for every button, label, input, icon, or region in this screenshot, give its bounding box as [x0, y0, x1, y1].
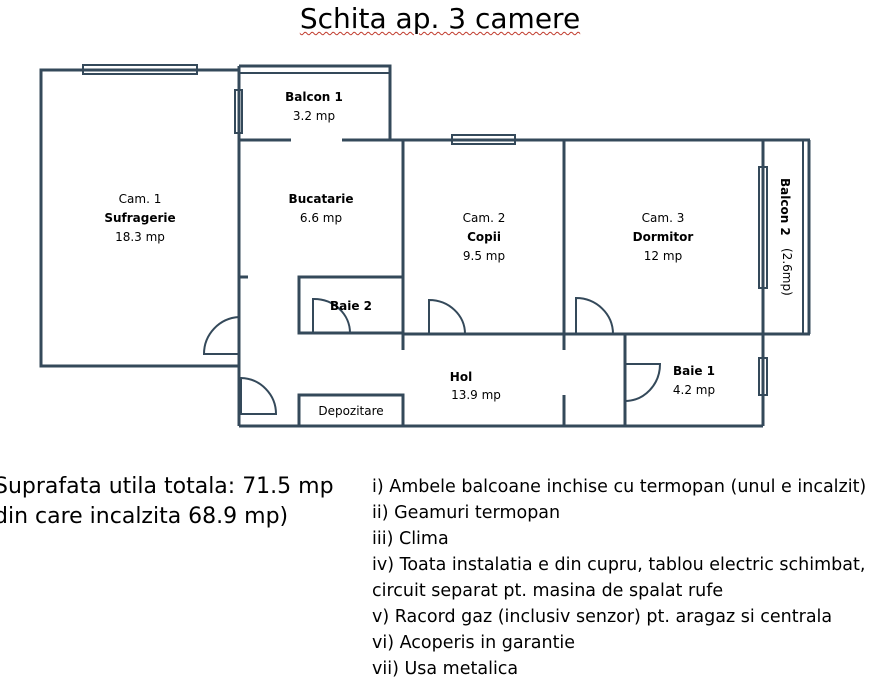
- copii-number: Cam. 2: [463, 211, 506, 225]
- hol-name: Hol: [450, 370, 472, 384]
- bucatarie-area: 6.6 mp: [300, 211, 342, 225]
- sufragerie-number: Cam. 1: [119, 192, 162, 206]
- doors: [202, 296, 662, 415]
- door-dormitor: [575, 296, 614, 335]
- note-item: circuit separat pt. masina de spalat ruf…: [372, 581, 724, 601]
- balcon2-name: Balcon 2: [778, 178, 792, 236]
- note-item: i) Ambele balcoane inchise cu termopan (…: [372, 477, 867, 497]
- window: [82, 64, 198, 75]
- windows: [82, 64, 768, 396]
- note-item: iv) Toata instalatia e din cupru, tablou…: [372, 555, 866, 575]
- balcon2-area: (2.6mp): [780, 248, 794, 296]
- door-sufragerie: [202, 315, 240, 355]
- balcon2-label: Balcon 2 (2.6mp): [778, 178, 794, 296]
- heated-area: din care incalzita 68.9 mp): [0, 504, 289, 529]
- window: [451, 134, 516, 145]
- sufragerie-name: Sufragerie: [104, 211, 175, 225]
- window: [234, 89, 243, 134]
- sufragerie-area: 18.3 mp: [115, 230, 165, 244]
- window: [758, 357, 768, 396]
- wall-balcon1: [239, 64, 392, 140]
- baie2-name: Baie 2: [330, 299, 372, 313]
- dormitor-number: Cam. 3: [642, 211, 685, 225]
- features-list: i) Ambele balcoane inchise cu termopan (…: [372, 474, 866, 682]
- copii-area: 9.5 mp: [463, 249, 505, 263]
- hol-area: 13.9 mp: [451, 388, 501, 402]
- balcon1-area: 3.2 mp: [293, 109, 335, 123]
- depozitare-name: Depozitare: [318, 404, 383, 418]
- page-title: Schita ap. 3 camere: [299, 2, 581, 35]
- note-item: ii) Geamuri termopan: [372, 503, 561, 523]
- note-item: v) Racord gaz (inclusiv senzor) pt. arag…: [372, 607, 833, 627]
- baie1-name: Baie 1: [673, 364, 715, 378]
- dormitor-area: 12 mp: [644, 249, 682, 263]
- door-baie1: [624, 363, 662, 402]
- note-item: vii) Usa metalica: [372, 659, 519, 679]
- balcon1-name: Balcon 1: [285, 90, 343, 104]
- note-item: iii) Clima: [372, 529, 449, 549]
- walls: [39, 64, 811, 428]
- dormitor-name: Dormitor: [633, 230, 694, 244]
- wall-depozitare: [297, 393, 405, 428]
- door-baie2: [312, 297, 351, 334]
- copii-name: Copii: [467, 230, 501, 244]
- area-summary: Suprafata utila totala: 71.5 mp din care…: [0, 472, 334, 532]
- bucatarie-name: Bucatarie: [289, 192, 354, 206]
- door-entrance: [240, 376, 278, 415]
- window: [758, 166, 768, 289]
- total-area: Suprafata utila totala: 71.5 mp: [0, 474, 334, 499]
- door-copii: [428, 298, 466, 335]
- note-item: vi) Acoperis in garantie: [372, 633, 576, 653]
- room-labels: Cam. 1 Sufragerie 18.3 mp Balcon 1 3.2 m…: [104, 90, 794, 418]
- baie1-area: 4.2 mp: [673, 383, 715, 397]
